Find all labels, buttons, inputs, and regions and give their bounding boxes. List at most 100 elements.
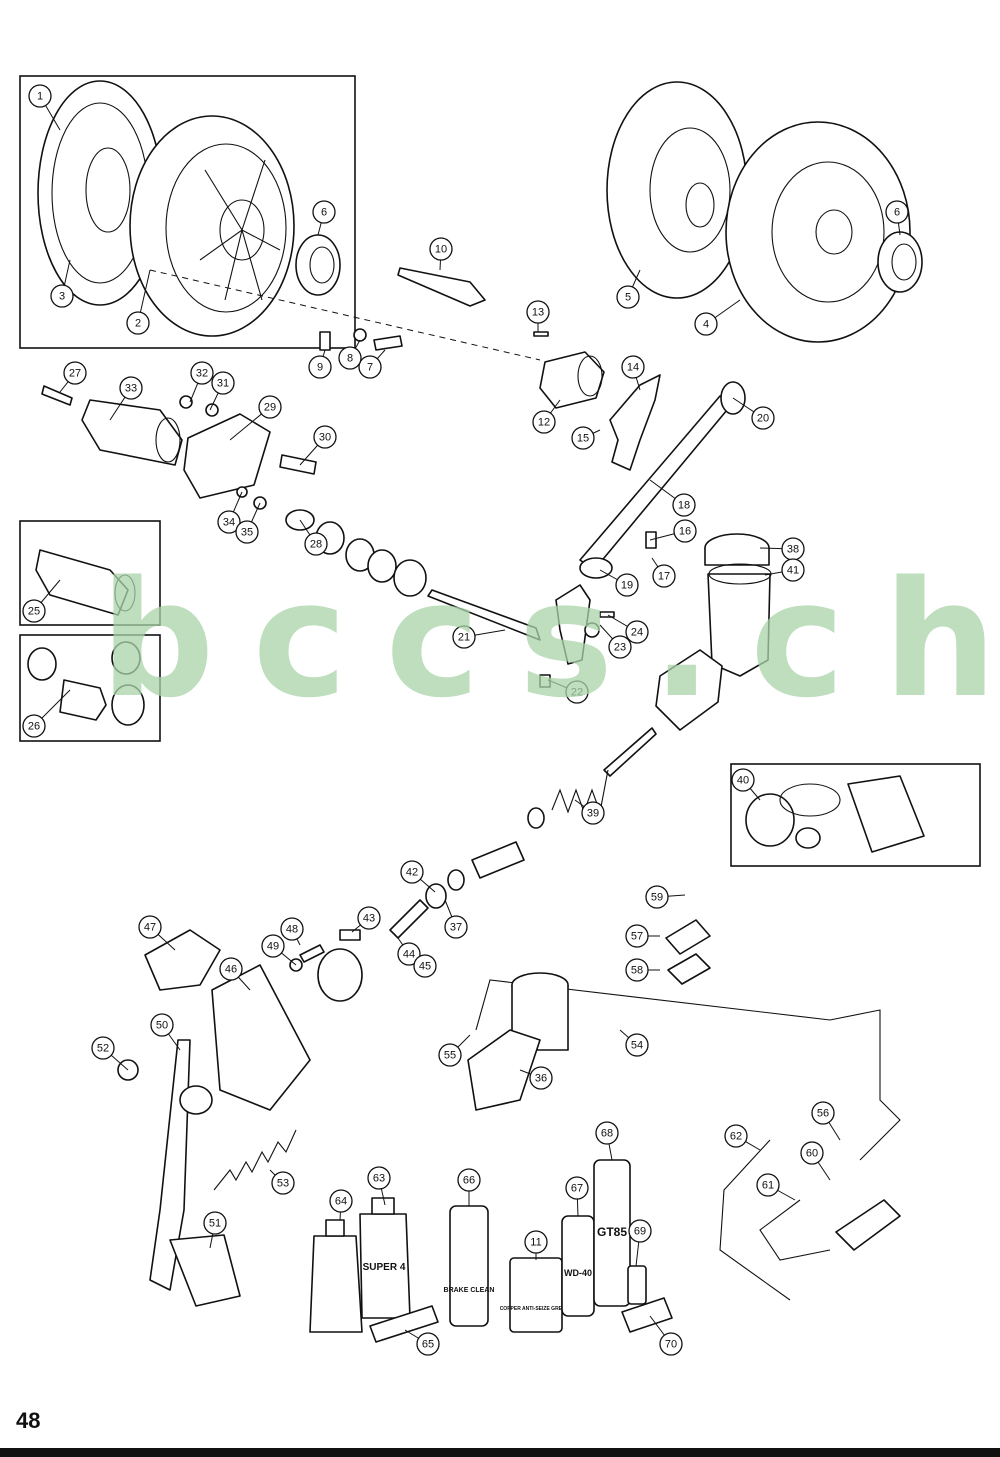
callout-circle: [190, 361, 214, 385]
callout-26: 26: [22, 714, 46, 738]
callout-number: 28: [310, 539, 322, 551]
callout-16: 16: [673, 519, 697, 543]
clutch-master-cylinder-lower: [467, 972, 569, 1111]
callout-number: 25: [28, 606, 40, 618]
callout-number: 68: [601, 1128, 613, 1140]
callout-circle: [150, 1013, 174, 1037]
callout-24: 24: [625, 620, 649, 644]
callout-19: 19: [615, 573, 639, 597]
callout-circle: [400, 860, 424, 884]
rear-slave-cylinder: [835, 1199, 901, 1251]
callout-circle: [22, 599, 46, 623]
callout-circle: [438, 1043, 462, 1067]
callout-circle: [581, 801, 605, 825]
callout-circle: [885, 200, 909, 224]
callout-number: 13: [532, 307, 544, 319]
callout-58: 58: [625, 958, 649, 982]
callout-50: 50: [150, 1013, 174, 1037]
clutch-alignment-tool: [397, 267, 486, 307]
callout-circle: [659, 1332, 683, 1356]
callout-number: 69: [634, 1226, 646, 1238]
grease-tube-65: [369, 1305, 439, 1343]
callout-59: 59: [645, 885, 669, 909]
callout-number: 59: [651, 892, 663, 904]
slave-repair-kit-inset: [27, 641, 145, 726]
callout-number: 50: [156, 1020, 168, 1032]
callout-15: 15: [571, 426, 595, 450]
callout-circle: [645, 885, 669, 909]
callout-number: 57: [631, 931, 643, 943]
callout-35: 35: [235, 520, 259, 544]
callout-number: 52: [97, 1043, 109, 1055]
clutch-master-cylinder: [655, 533, 772, 731]
callout-number: 64: [335, 1196, 347, 1208]
callout-circle: [811, 1101, 835, 1125]
callout-6: 6: [312, 200, 336, 224]
callout-number: 31: [217, 378, 229, 390]
callout-3: 3: [50, 284, 74, 308]
callout-circle: [63, 361, 87, 385]
release-fork: [609, 374, 661, 471]
callout-circle: [457, 1168, 481, 1192]
callout-63: 63: [367, 1166, 391, 1190]
callout-number: 46: [225, 964, 237, 976]
callout-number: 14: [627, 362, 639, 374]
callout-number: 4: [703, 319, 709, 331]
small-fixings-top: [319, 328, 549, 351]
callout-12: 12: [532, 410, 556, 434]
callout-circle: [126, 311, 150, 335]
callout-17: 17: [652, 564, 676, 588]
callout-number: 45: [419, 961, 431, 973]
page-number: 48: [16, 1408, 41, 1433]
callout-number: 33: [125, 383, 137, 395]
callout-circle: [119, 376, 143, 400]
callout-circle: [338, 346, 362, 370]
callout-circle: [358, 355, 382, 379]
callout-circle: [628, 1219, 652, 1243]
operating-lever: [555, 584, 591, 665]
callout-circle: [526, 300, 550, 324]
super4-label: SUPER 4: [363, 1262, 406, 1273]
callout-number: 70: [665, 1339, 677, 1351]
callout-number: 6: [321, 207, 327, 219]
brake-clean-can-66: BRAKE CLEAN: [444, 1205, 494, 1327]
callout-41: 41: [781, 558, 805, 582]
callout-circle: [397, 942, 421, 966]
callout-number: 22: [571, 687, 583, 699]
callout-circle: [724, 1124, 748, 1148]
callout-circle: [50, 284, 74, 308]
clutch-pipe: [475, 979, 901, 1161]
callout-number: 30: [319, 432, 331, 444]
callout-number: 2: [135, 318, 141, 330]
callout-number: 47: [144, 922, 156, 934]
callout-circle: [731, 768, 755, 792]
callout-number: 18: [678, 500, 690, 512]
callout-number: 42: [406, 867, 418, 879]
callout-circle: [367, 1166, 391, 1190]
callout-44: 44: [397, 942, 421, 966]
callout-29: 29: [258, 395, 282, 419]
slave-cylinder-main: [81, 399, 183, 466]
callout-8: 8: [338, 346, 362, 370]
callout-circle: [312, 200, 336, 224]
callout-circle: [625, 620, 649, 644]
callout-23: 23: [608, 635, 632, 659]
callout-number: 56: [817, 1108, 829, 1120]
callout-circle: [203, 1211, 227, 1235]
callout-number: 65: [422, 1339, 434, 1351]
hose-pipe-link: [759, 1199, 831, 1261]
callout-circle: [22, 714, 46, 738]
slave-repair-kit-inset-frame: [19, 634, 161, 742]
callout-7: 7: [358, 355, 382, 379]
callout-circle: [532, 410, 556, 434]
callout-27: 27: [63, 361, 87, 385]
callout-number: 40: [737, 775, 749, 787]
callout-circle: [608, 635, 632, 659]
callout-18: 18: [672, 493, 696, 517]
callout-circle: [565, 680, 589, 704]
callout-number: 44: [403, 949, 415, 961]
pipe-clips: [665, 919, 711, 985]
callout-circle: [429, 237, 453, 261]
gt85-can-68: GT85: [593, 1159, 631, 1307]
